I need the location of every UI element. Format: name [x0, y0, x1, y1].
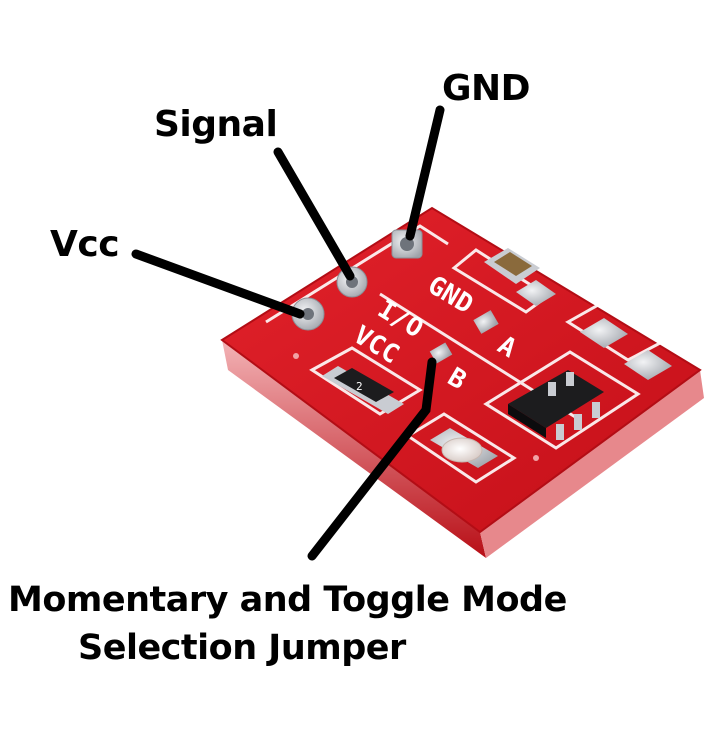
leader-jumper [307, 357, 437, 561]
resistor-code: 2 [356, 380, 363, 393]
jumper-pad-b [429, 342, 453, 364]
capacitor [484, 248, 540, 284]
leader-signal [273, 147, 355, 281]
jumper-label-line1: Momentary and Toggle Mode [8, 580, 567, 620]
leader-vcc [131, 249, 305, 319]
pad-cap-right [516, 280, 556, 306]
jumper-pad-a [473, 310, 499, 334]
gnd-label: GND [442, 68, 531, 109]
signal-label: Signal [154, 104, 278, 145]
jumper-label-line2: Selection Jumper [78, 628, 406, 668]
vcc-label: Vcc [50, 224, 120, 265]
via [293, 353, 299, 359]
pin-vcc [291, 297, 325, 331]
pad-right-bottom [624, 350, 672, 380]
pad-right-top [580, 318, 628, 348]
resistor: 2 [322, 366, 404, 414]
via [533, 455, 539, 461]
pcb-edge-left [222, 340, 486, 558]
pcb-edge-right [480, 370, 704, 558]
leader-gnd [405, 105, 445, 241]
ic-chip [508, 370, 604, 440]
led [430, 428, 498, 468]
leader-lines [131, 105, 445, 561]
